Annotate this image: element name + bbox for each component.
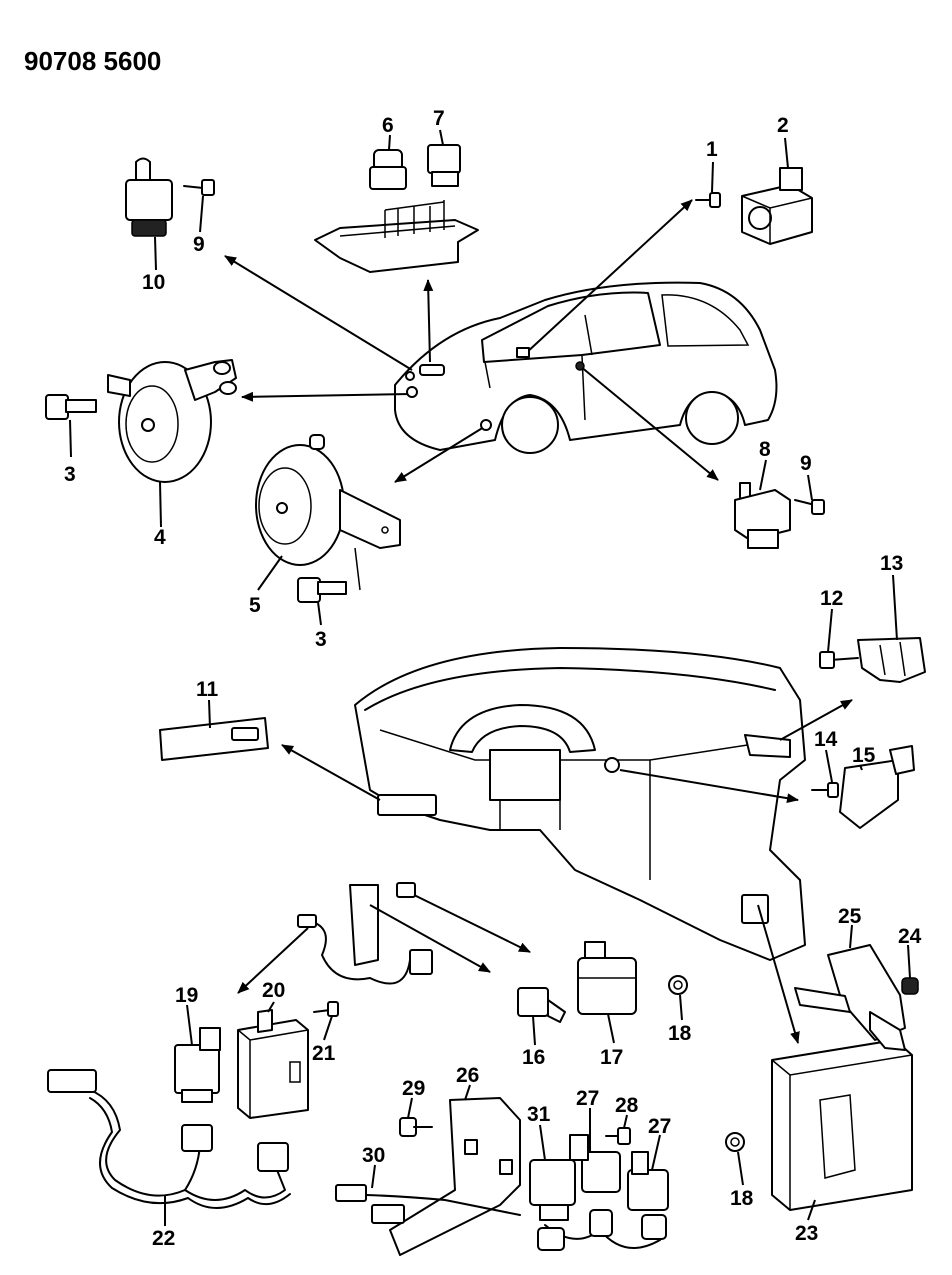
screw-9-left — [183, 179, 215, 196]
horn-4 — [107, 359, 237, 483]
harness-lower — [537, 1209, 667, 1251]
relay-10 — [125, 157, 173, 237]
callout-29: 29 — [402, 1077, 425, 1100]
callout-3-right: 3 — [315, 628, 327, 651]
callout-27-right: 27 — [648, 1115, 671, 1138]
part-13 — [857, 637, 926, 683]
callout-20: 20 — [262, 979, 285, 1002]
callout-19: 19 — [175, 984, 198, 1007]
relay-27-right — [627, 1151, 669, 1211]
callout-22: 22 — [152, 1227, 175, 1250]
module-20 — [237, 1009, 309, 1119]
vehicle-outline — [394, 281, 778, 454]
relay-27-left — [569, 1134, 621, 1193]
callout-28: 28 — [615, 1094, 639, 1117]
callout-15: 15 — [852, 744, 876, 767]
relay-6 — [369, 149, 407, 190]
callout-23: 23 — [795, 1222, 818, 1245]
harness-upper — [297, 882, 433, 985]
callout-7: 7 — [433, 107, 445, 130]
part-11 — [159, 717, 269, 761]
callout-21: 21 — [312, 1042, 336, 1065]
relay-31 — [529, 1159, 576, 1221]
callout-2: 2 — [777, 114, 789, 137]
callout-13: 13 — [880, 552, 903, 575]
callout-labels: 1 2 3 4 5 3 6 7 8 9 9 10 11 12 13 14 15 … — [64, 107, 922, 1250]
horn-5 — [255, 434, 401, 591]
callout-8: 8 — [759, 438, 771, 461]
relay-block — [314, 200, 479, 273]
callout-17: 17 — [600, 1046, 623, 1069]
screw-29 — [399, 1117, 433, 1137]
callout-10: 10 — [142, 271, 165, 294]
callout-9-right: 9 — [800, 452, 812, 475]
harness-22 — [47, 1069, 291, 1209]
bolt-3-right — [297, 577, 347, 603]
dashboard-arrows — [237, 699, 853, 1044]
callout-1: 1 — [706, 138, 718, 161]
leader-lines — [69, 129, 911, 1226]
callout-30: 30 — [362, 1144, 385, 1167]
screw-21 — [313, 1001, 339, 1017]
relay-17 — [577, 941, 637, 1015]
relay-19 — [174, 1027, 221, 1103]
dashboard-outline — [349, 647, 806, 966]
callout-3-left: 3 — [64, 463, 76, 486]
connector-30 — [335, 1184, 521, 1224]
callout-14: 14 — [814, 728, 838, 751]
nut-18-lower — [725, 1132, 745, 1152]
callout-18-upper: 18 — [668, 1022, 692, 1045]
callout-6: 6 — [382, 114, 394, 137]
callout-11: 11 — [196, 678, 219, 701]
screw-1 — [695, 192, 721, 208]
drawing-number: 90708 5600 — [24, 46, 161, 76]
callout-24: 24 — [898, 925, 922, 948]
module-25 — [794, 944, 906, 1051]
callout-12: 12 — [820, 587, 843, 610]
callout-25: 25 — [838, 905, 862, 928]
callout-27-left: 27 — [576, 1087, 599, 1110]
callout-18-lower: 18 — [730, 1187, 754, 1210]
screw-12 — [819, 651, 859, 669]
module-23 — [771, 1039, 913, 1211]
screw-14 — [811, 782, 839, 798]
screw-9-right — [794, 499, 825, 515]
screw-28 — [605, 1127, 631, 1145]
nut-18-upper — [668, 975, 688, 995]
callout-31: 31 — [527, 1103, 551, 1126]
callout-26: 26 — [456, 1064, 479, 1087]
bracket-26 — [389, 1097, 521, 1256]
callout-9-left: 9 — [193, 233, 205, 256]
relay-7 — [427, 144, 461, 187]
nut-24 — [901, 977, 919, 995]
callout-4: 4 — [154, 526, 166, 549]
bolt-3-left — [45, 394, 97, 420]
callout-5: 5 — [249, 594, 261, 617]
relay-8 — [734, 482, 791, 549]
relay-16 — [517, 987, 566, 1023]
relay-15 — [839, 745, 915, 829]
vehicle-arrows — [224, 199, 719, 483]
relay-2 — [741, 167, 813, 245]
callout-16: 16 — [522, 1046, 545, 1069]
